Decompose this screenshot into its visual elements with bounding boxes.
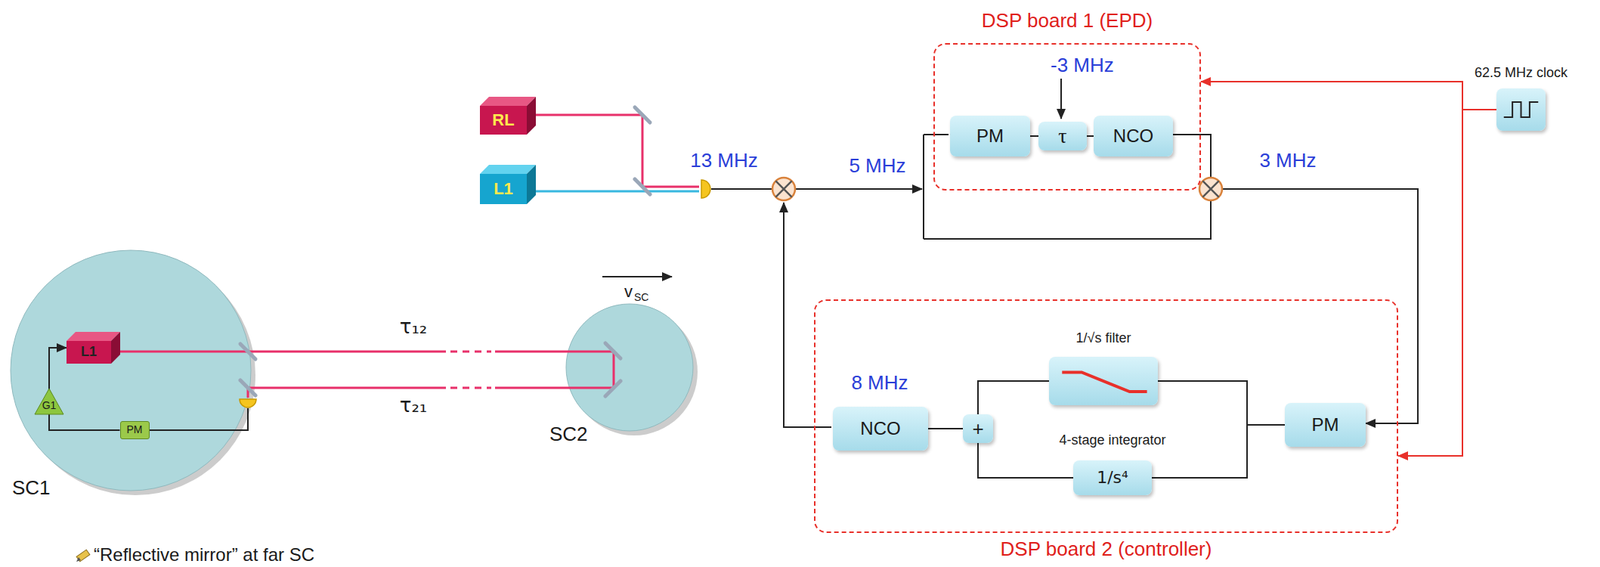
signal-line [1086, 135, 1094, 137]
spacecraft-circle-outline [566, 303, 694, 431]
clock-line [1200, 81, 1497, 110]
box-side-face [526, 164, 536, 205]
delay-label: τ₂₁ [399, 394, 428, 417]
square-wave [1504, 102, 1539, 118]
node-label: + [971, 417, 984, 440]
mirrors [634, 107, 650, 123]
node-heading: SC2 [549, 423, 589, 446]
frequency-label: -3 MHz [1050, 54, 1115, 77]
node-label: RL [492, 102, 524, 130]
integrator-box: 4-stage integrator1/s⁴ [1073, 460, 1152, 496]
process-box: PM [1284, 402, 1366, 447]
node-label: L1 [493, 170, 523, 199]
filter-box-outline [1049, 356, 1158, 406]
node-label: 1/s⁴ [1096, 468, 1129, 487]
node-label: PM [1312, 414, 1340, 435]
triangle-body [34, 388, 64, 415]
delay-label: τ₁₂ [399, 315, 428, 338]
box-side-face [526, 96, 536, 135]
clock-box: 62.5 MHz clock [1496, 88, 1546, 131]
signal-line [928, 427, 963, 430]
node-label: G1 [42, 390, 57, 412]
note-text: “Reflective mirror” at far SC [93, 544, 315, 565]
node-heading: DSP board 2 (controller) [1000, 538, 1213, 561]
signal-wires [795, 188, 923, 190]
process-box: NCO [832, 406, 929, 451]
circle-body [566, 303, 694, 431]
signal-line [977, 380, 1050, 415]
gain-triangle: G1 [34, 388, 64, 415]
frequency-label: 3 MHz [1259, 149, 1316, 172]
node-label: PM [126, 423, 143, 436]
signal-wires [1171, 134, 1211, 177]
spacecraft-circle: SC1L1G1PM [10, 250, 251, 491]
bullet-icon [76, 549, 90, 562]
box-top-face [479, 164, 536, 174]
node-label: NCO [1113, 126, 1154, 146]
laser-box: RL [479, 96, 536, 135]
mixers [772, 177, 1223, 201]
laser-beams [535, 114, 700, 187]
velocity-label: v [624, 282, 633, 301]
node-heading: 1/√s filter [1076, 331, 1132, 347]
node-heading: 62.5 MHz clock [1474, 65, 1568, 81]
signal-wires [711, 188, 772, 190]
box-top-face [479, 96, 536, 106]
spacecraft-circle: SC2 [566, 303, 694, 431]
laser-beams [535, 190, 700, 193]
photodetectors [701, 179, 711, 199]
node-heading: SC1 [12, 476, 51, 499]
frequency-label: 13 MHz [690, 149, 759, 172]
phasemeter-box: PM [120, 420, 150, 440]
circle-body [10, 250, 251, 491]
bullet-icon [76, 549, 90, 562]
mixers [1202, 180, 1219, 197]
frequency-label: 8 MHz [851, 371, 908, 394]
signal-wires [602, 275, 672, 278]
laser-box: L1 [479, 164, 536, 205]
bullet-icon [76, 557, 81, 562]
signal-wires [1060, 78, 1062, 119]
mixers [1199, 177, 1223, 201]
node-label: NCO [860, 418, 901, 439]
signal-wires [783, 202, 832, 428]
board-region: DSP board 2 (controller)NCO+1/√s filter4… [813, 299, 1399, 533]
mixers [772, 177, 796, 201]
mirrors [634, 179, 650, 195]
laser-box: L1 [66, 331, 121, 364]
spacecraft-circle-outline [10, 250, 251, 491]
filter-box: 1/√s filter [1049, 356, 1158, 406]
sum-box: + [962, 414, 994, 443]
node-label: L1 [80, 335, 106, 360]
clock-box-outline [1496, 88, 1546, 131]
node-label: PM [976, 126, 1004, 146]
signal-wires [148, 78, 1418, 431]
signal-line [1157, 380, 1285, 425]
node-heading: DSP board 1 (EPD) [981, 9, 1153, 32]
frequency-label: 5 MHz [848, 154, 906, 177]
node-label: τ [1058, 124, 1067, 149]
signal-line [1030, 135, 1039, 137]
velocity-subscript: SC [634, 291, 649, 304]
clock-line [1398, 109, 1497, 456]
process-box: NCO [1093, 115, 1173, 157]
process-box: PM [950, 115, 1031, 157]
signal-line [1151, 424, 1285, 478]
filter-curve [1061, 371, 1147, 392]
mixers [775, 180, 792, 197]
delay-box: τ [1038, 121, 1087, 151]
laser-beams [450, 351, 492, 388]
signal-line [977, 442, 1074, 478]
box-side-face [111, 331, 121, 364]
signal-wires [1222, 188, 1418, 424]
node-heading: 4-stage integrator [1058, 433, 1166, 449]
box-top-face [66, 331, 121, 341]
